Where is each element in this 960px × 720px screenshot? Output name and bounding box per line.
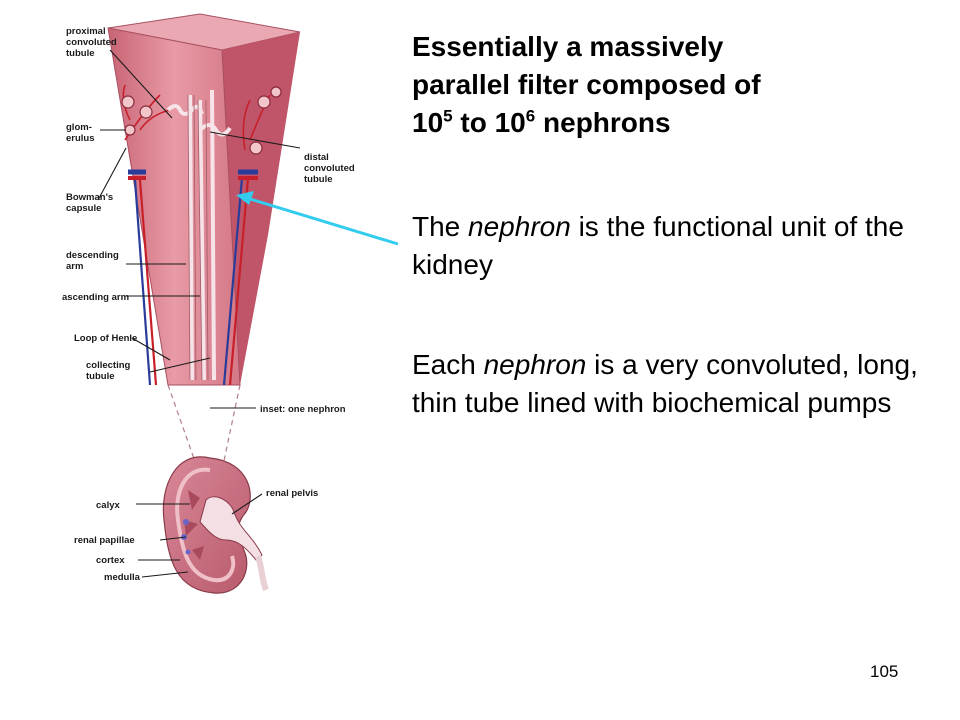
label-ascending: ascending arm (62, 292, 129, 303)
page-number: 105 (870, 662, 899, 681)
tubules (166, 89, 232, 381)
para1-em: nephron (468, 211, 571, 242)
renal-pelvis (199, 496, 263, 561)
heading-tail: nephrons (535, 107, 671, 138)
kidney (162, 456, 269, 594)
label-inset: inset: one nephron (260, 404, 346, 415)
nephron-arrow (236, 191, 399, 246)
label-calyx: calyx (96, 500, 120, 511)
para1-post: is the functional unit of the kidney (412, 211, 904, 280)
heading-line-2: parallel filter composed of (412, 69, 761, 100)
label-glomerulus: glom-erulus (66, 122, 95, 144)
para2-pre: Each (412, 349, 484, 380)
tubule-outlines (187, 94, 209, 381)
label-cortex: cortex (96, 555, 125, 566)
para2-em: nephron (483, 349, 587, 380)
para1-pre: The (412, 211, 469, 242)
arrowhead-icon (236, 191, 254, 205)
label-renal-pelvis: renal pelvis (266, 488, 318, 499)
wedge-front-face (107, 27, 241, 386)
nephron-wedge (107, 13, 301, 386)
heading-line-3: 105 to 106 nephrons (412, 104, 932, 142)
nephron-description: Each nephron is a very convoluted, long,… (412, 346, 952, 422)
projection-lines (167, 384, 241, 471)
nephron-definition: The nephron is the functional unit of th… (412, 208, 952, 284)
label-loop: Loop of Henle (74, 333, 137, 344)
label-medulla: medulla (104, 572, 141, 583)
heading-exp-2: 6 (525, 106, 536, 126)
para2-post: is a very convoluted, long, thin tube li… (412, 349, 918, 418)
heading-base-1: 10 (412, 107, 444, 138)
heading-exp-1: 5 (443, 106, 453, 126)
heading: Essentially a massively parallel filter … (412, 28, 932, 142)
heading-line-1: Essentially a massively (412, 31, 724, 62)
ureter (255, 555, 269, 592)
leader-lines (97, 49, 301, 578)
label-renal-papillae: renal papillae (74, 535, 135, 546)
wedge-side-face (222, 32, 300, 385)
heading-mid: to 10 (452, 107, 526, 138)
glomeruli (121, 86, 282, 155)
kidney-cortex (175, 467, 236, 583)
